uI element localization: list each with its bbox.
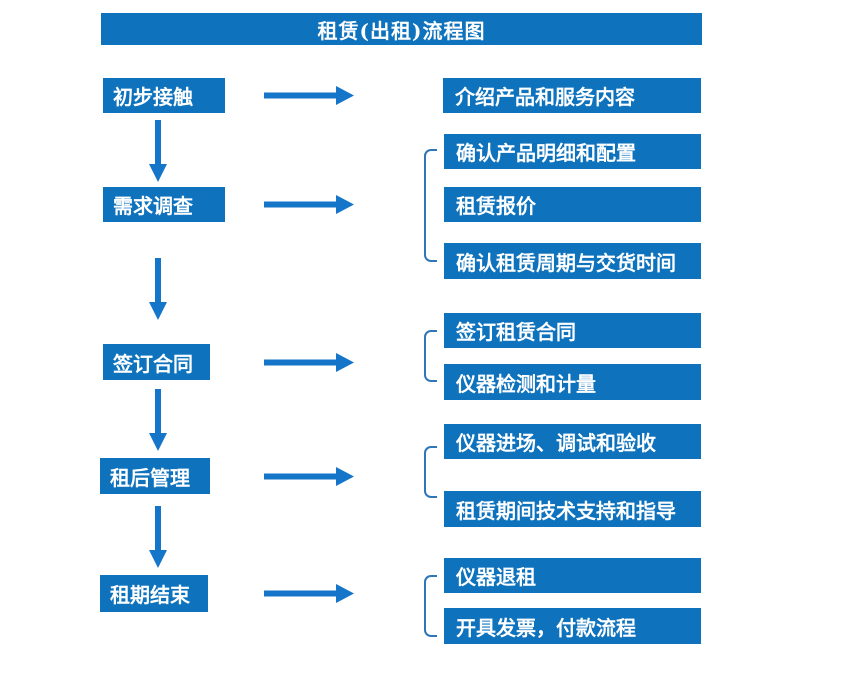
right-arrow-icon <box>264 466 354 487</box>
step-box-post-rental-management: 租后管理 <box>100 458 210 494</box>
group-bracket <box>424 575 437 637</box>
step-box-rental-end: 租期结束 <box>100 575 208 612</box>
down-arrow-icon <box>148 389 168 451</box>
down-arrow-icon <box>148 258 168 320</box>
right-arrow-icon <box>264 352 354 373</box>
output-box-instrument-setup: 仪器进场、调试和验收 <box>444 424 701 459</box>
down-arrow-icon <box>148 120 168 182</box>
output-box-invoice-payment: 开具发票，付款流程 <box>444 608 701 644</box>
output-box-instrument-return: 仪器退租 <box>444 558 701 593</box>
step-box-demand-survey: 需求调查 <box>103 187 225 222</box>
step-box-initial-contact: 初步接触 <box>103 78 225 113</box>
output-box-technical-support: 租赁期间技术支持和指导 <box>444 491 701 527</box>
output-box-sign-rental-contract: 签订租赁合同 <box>444 313 701 348</box>
group-bracket <box>424 149 437 262</box>
output-box-instrument-testing: 仪器检测和计量 <box>444 364 701 400</box>
right-arrow-icon <box>264 583 354 604</box>
diagram-title: 租赁(出租)流程图 <box>101 13 702 45</box>
group-bracket <box>424 446 437 498</box>
group-bracket <box>424 330 437 382</box>
output-box-introduce-products: 介绍产品和服务内容 <box>443 78 701 113</box>
step-box-sign-contract: 签订合同 <box>103 344 210 380</box>
output-box-confirm-rental-period: 确认租赁周期与交货时间 <box>444 243 701 279</box>
right-arrow-icon <box>264 194 354 215</box>
right-arrow-icon <box>264 85 354 106</box>
output-box-rental-quotation: 租赁报价 <box>444 187 701 222</box>
output-box-confirm-product-details: 确认产品明细和配置 <box>444 134 701 169</box>
down-arrow-icon <box>148 506 168 568</box>
